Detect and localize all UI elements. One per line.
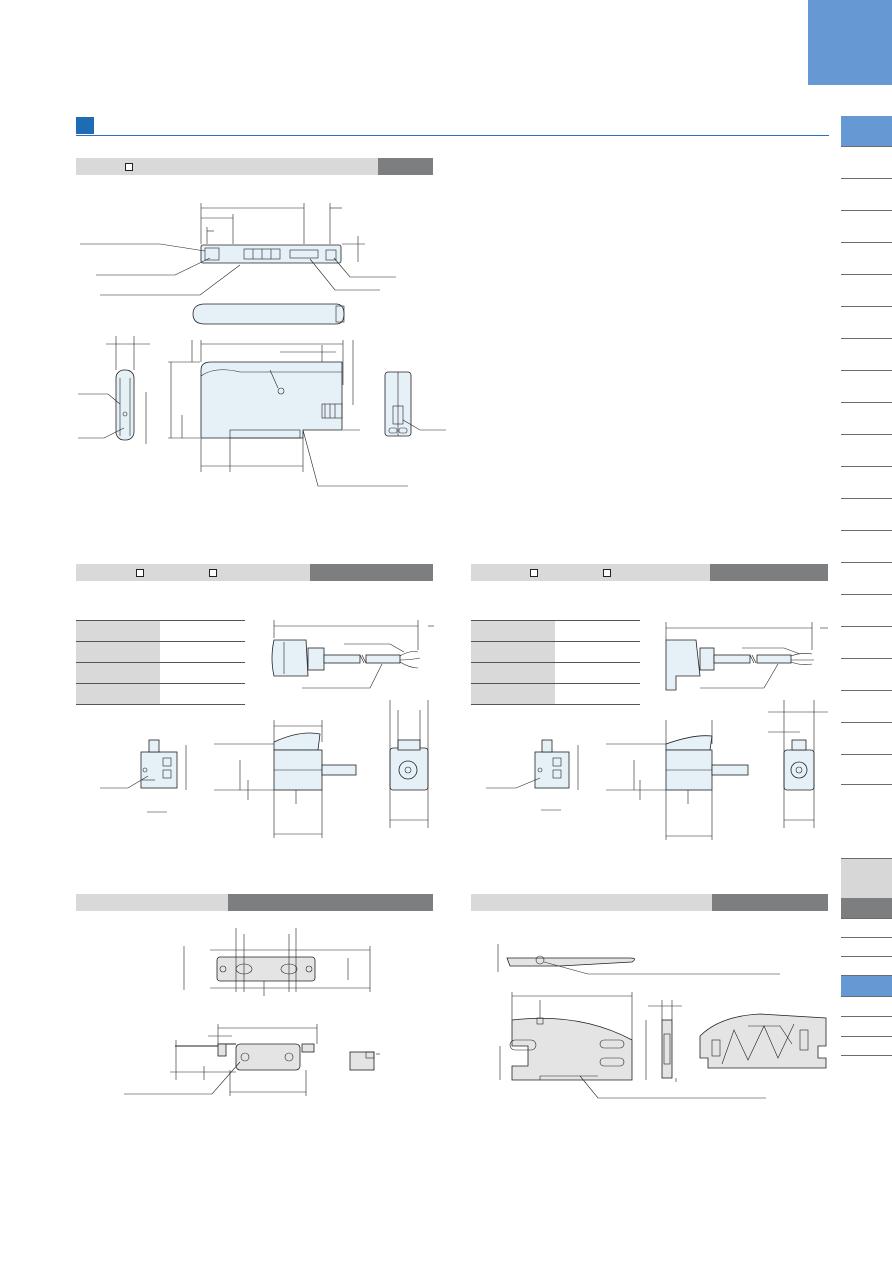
section-bar-connector-right (471, 564, 828, 581)
section-bar-bracket (76, 894, 433, 911)
side-tab[interactable] (841, 898, 892, 919)
section-bar-tag (710, 564, 828, 581)
side-tab[interactable] (841, 918, 892, 938)
square-symbol-icon (125, 163, 133, 171)
side-tab[interactable] (841, 370, 892, 403)
section-bar-amplifier (76, 158, 433, 175)
side-tab[interactable] (841, 210, 892, 243)
section-bar-tag (712, 894, 828, 911)
side-tab[interactable] (841, 498, 892, 531)
section-bar-din-mount (471, 894, 828, 911)
chapter-tab (808, 0, 892, 85)
square-symbol-icon (603, 569, 611, 577)
side-tab[interactable] (841, 402, 892, 435)
side-tab[interactable] (841, 937, 892, 957)
side-tab[interactable] (841, 306, 892, 339)
square-symbol-icon (136, 569, 144, 577)
side-tab[interactable] (841, 242, 892, 275)
side-tab[interactable] (841, 594, 892, 627)
side-tab[interactable] (841, 858, 892, 880)
spec-table-left (76, 620, 245, 705)
side-tab[interactable] (841, 878, 892, 899)
heading-rule (76, 135, 829, 136)
square-symbol-icon (530, 569, 538, 577)
side-tab[interactable] (841, 466, 892, 499)
side-tab[interactable] (841, 562, 892, 595)
side-tab[interactable] (841, 434, 892, 467)
side-tab-active[interactable] (841, 116, 892, 147)
side-tab[interactable] (841, 626, 892, 659)
side-tab-highlight[interactable] (841, 976, 892, 997)
side-tab[interactable] (841, 146, 892, 179)
spec-table-right (471, 620, 640, 705)
side-tab[interactable] (841, 178, 892, 211)
side-tab[interactable] (841, 1016, 892, 1037)
side-tab[interactable] (841, 658, 892, 691)
side-tab[interactable] (841, 754, 892, 785)
side-tab[interactable] (841, 338, 892, 371)
section-bar-connector-left (76, 564, 433, 581)
side-tab[interactable] (841, 690, 892, 723)
section-bar-tag (378, 158, 433, 175)
side-tab[interactable] (841, 530, 892, 563)
square-symbol-icon (209, 569, 217, 577)
side-tab[interactable] (841, 996, 892, 1017)
side-tab[interactable] (841, 722, 892, 755)
heading-marker (76, 117, 94, 134)
side-tab[interactable] (841, 1036, 892, 1056)
side-tab[interactable] (841, 956, 892, 976)
side-tab[interactable] (841, 274, 892, 307)
section-bar-tag (310, 564, 433, 581)
section-bar-tag (228, 894, 433, 911)
